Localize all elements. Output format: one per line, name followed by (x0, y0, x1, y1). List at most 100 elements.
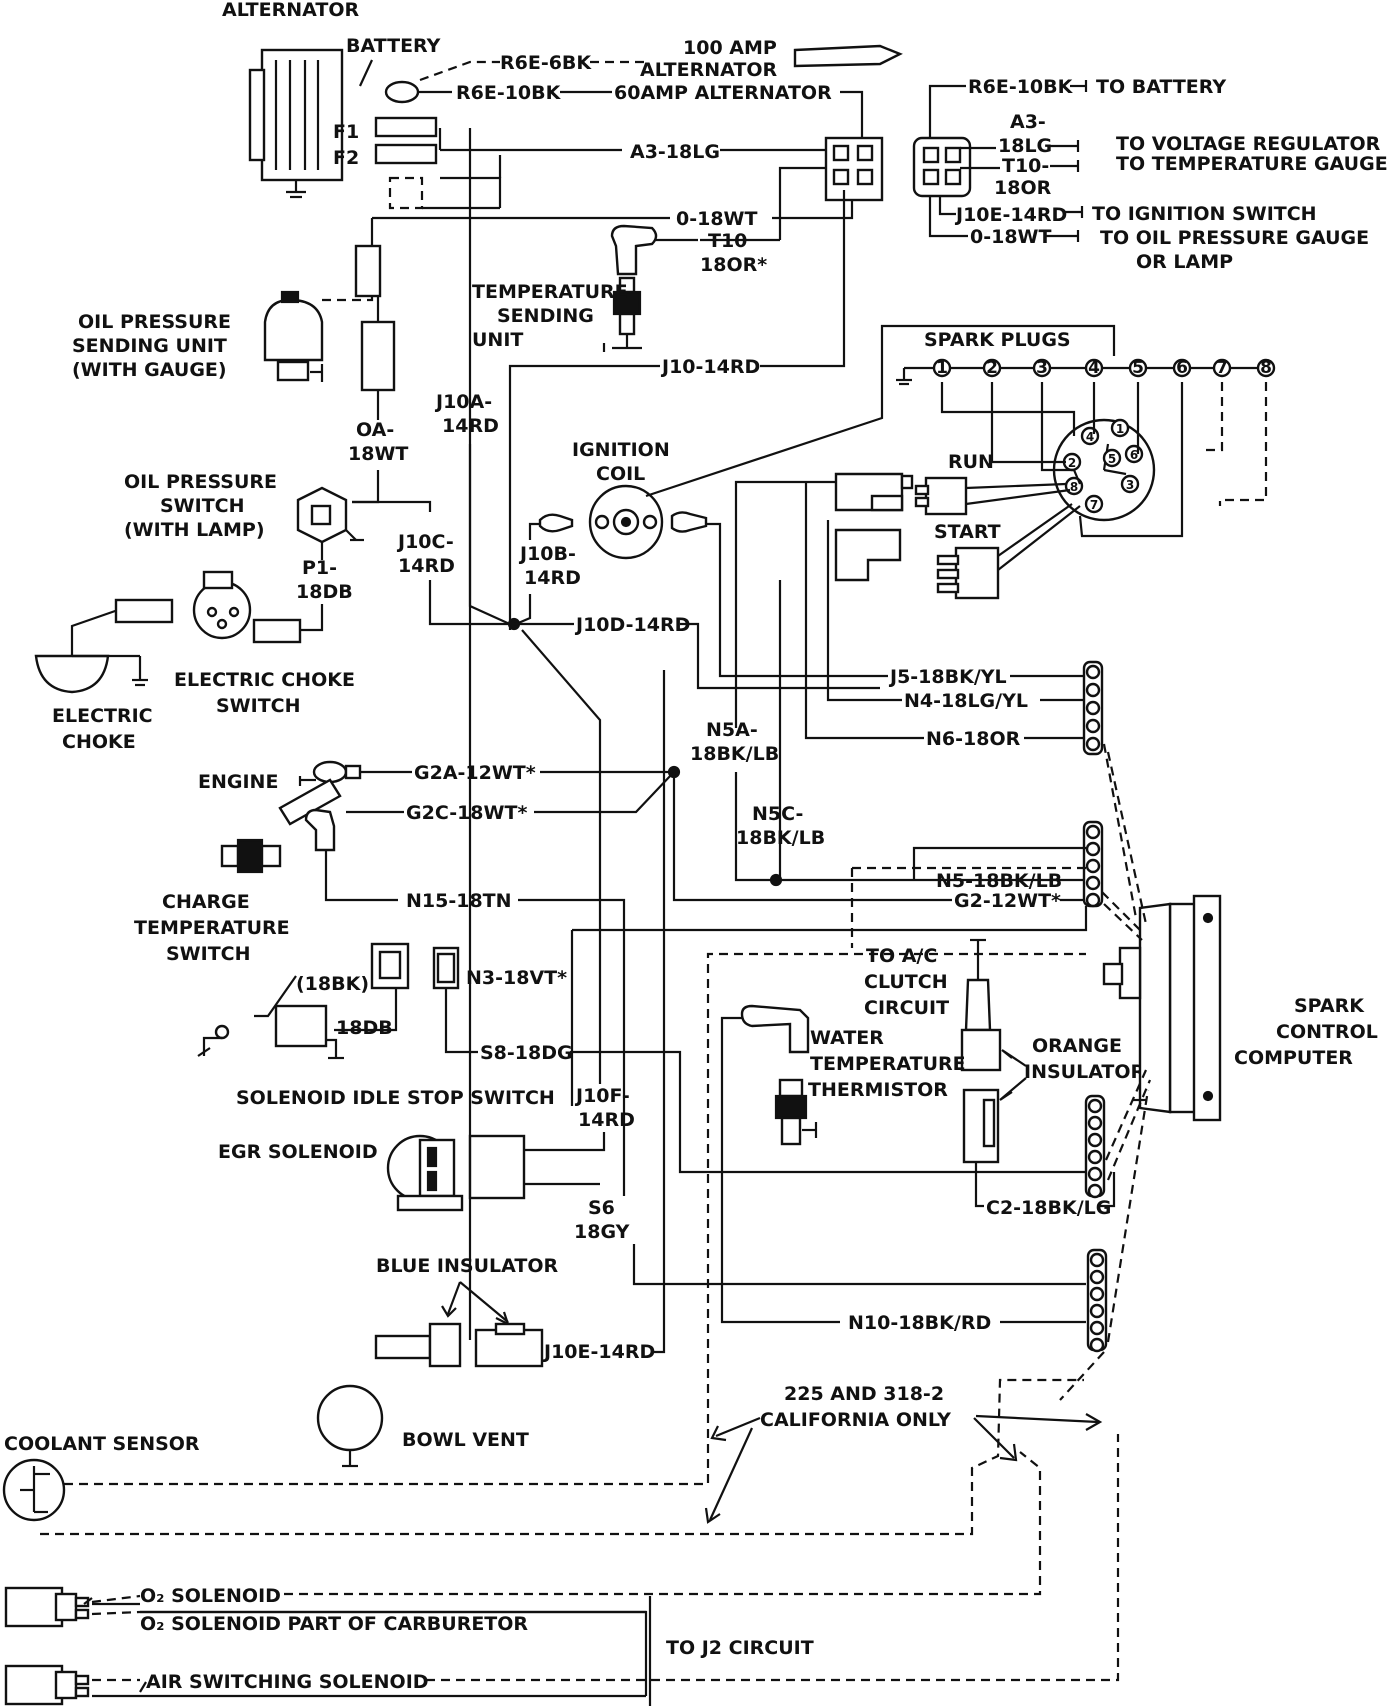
choke-switch-2: SWITCH (216, 695, 301, 717)
n5a-2: 18BK/LB (690, 743, 779, 765)
ac-3: CIRCUIT (864, 997, 949, 1019)
temp-sender-1: TEMPERATURE (472, 281, 628, 303)
water-temperature-thermistor (774, 1078, 818, 1146)
bowl-vent (316, 1384, 384, 1452)
leg-to-oil-b: OR LAMP (1136, 251, 1233, 273)
distributor-terminal-5: 5 (1102, 448, 1122, 468)
o2-solenoid (4, 1586, 90, 1628)
g2-label: G2-12WT* (954, 890, 1061, 912)
n15-label: N15-18TN (406, 890, 512, 912)
distributor-terminal-7: 7 (1084, 494, 1104, 514)
scc-2: CONTROL (1276, 1021, 1378, 1043)
oil-pressure-sending-unit (263, 290, 324, 382)
leg-to-tg: TO TEMPERATURE GAUGE (1116, 153, 1388, 175)
j10f-1: J10F- (574, 1085, 630, 1107)
ac-2: CLUTCH (864, 971, 948, 993)
oa-1: OA- (356, 419, 394, 441)
alt60-label: 60AMP ALTERNATOR (614, 82, 832, 104)
connector-pin (1089, 1252, 1105, 1268)
ign-coil-1: IGNITION (572, 439, 670, 461)
leg-to-ign: TO IGNITION SWITCH (1092, 203, 1317, 225)
o2-sol-label: O₂ SOLENOID (140, 1585, 281, 1607)
leg-a3: A3- (1010, 111, 1046, 133)
leg-t10: T10- (1002, 155, 1049, 177)
n3-label: N3-18VT* (466, 967, 567, 989)
a318lg-label: A3-18LG (630, 141, 720, 163)
battery-terminal (384, 80, 420, 104)
j10a-2: 14RD (442, 415, 499, 437)
connector-pin (1089, 1303, 1105, 1319)
ignition-coil (588, 484, 664, 560)
connector-pin (1085, 892, 1101, 908)
air-switching-solenoid (4, 1664, 90, 1706)
ac-1: TO A/C (866, 945, 937, 967)
splice-n5 (769, 873, 783, 887)
connector-pin (1085, 718, 1101, 734)
spark-plugs (896, 366, 1262, 386)
temp-sender-2: SENDING (497, 305, 594, 327)
distributor-number: 8 (1070, 480, 1078, 494)
connector-pin (1085, 682, 1101, 698)
idle-stop-solenoid (274, 1004, 328, 1048)
leg-to-oil: TO OIL PRESSURE GAUGE (1100, 227, 1369, 249)
alt100-b-label: ALTERNATOR (640, 59, 777, 81)
spark-plug-number: 3 (1036, 358, 1048, 378)
connector-pin (1087, 1166, 1103, 1182)
coolant-label: COOLANT SENSOR (4, 1433, 200, 1455)
connector-pin (1087, 1132, 1103, 1148)
j1014rd-label: J10-14RD (660, 356, 760, 378)
engine-label: ENGINE (198, 771, 278, 793)
scc-3: COMPUTER (1234, 1047, 1353, 1069)
n4-label: N4-18LG/YL (904, 690, 1028, 712)
connector-pin (1085, 875, 1101, 891)
orange-insulator-connector (962, 1088, 1000, 1164)
temperature-sending-unit (602, 276, 642, 352)
j10c-2: 14RD (398, 555, 455, 577)
n6-label: N6-18OR (926, 728, 1021, 750)
c2-label: C2-18BK/LG (986, 1197, 1111, 1219)
blue-insulator-connector (374, 1322, 544, 1368)
n3-connector (432, 946, 460, 990)
bk18-label: (18BK) (296, 973, 369, 995)
t10-label: T10 (708, 230, 747, 252)
spark-plug-number: 5 (1132, 358, 1144, 378)
spark-plug-3: 3 (1032, 358, 1052, 378)
distributor-number: 2 (1068, 456, 1076, 470)
connector-pin (1085, 841, 1101, 857)
choke-switch-1: ELECTRIC CHOKE (174, 669, 355, 691)
j10f-2: 14RD (578, 1109, 635, 1131)
distributor-number: 3 (1126, 478, 1134, 492)
j10c-1: J10C- (396, 531, 454, 553)
spark-plug-2: 2 (982, 358, 1002, 378)
j5-label: J5-18BK/YL (888, 666, 1007, 688)
connector-pin (1085, 858, 1101, 874)
connector-pin (1089, 1269, 1105, 1285)
oil-pressure-switch (296, 486, 364, 560)
distributor-terminal-4: 4 (1080, 426, 1100, 446)
oil-sender-2: SENDING UNIT (72, 335, 227, 357)
connector-pin (1087, 1149, 1103, 1165)
leg-to-battery: TO BATTERY (1096, 76, 1226, 98)
oil-sender-3: (WITH GAUGE) (72, 359, 227, 381)
spark-plug-6: 6 (1172, 358, 1192, 378)
o18wt-label: 0-18WT (676, 208, 758, 230)
temp-sender-connector (610, 224, 658, 276)
blue-ins-label: BLUE INSULATOR (376, 1255, 558, 1277)
spark-plug-5: 5 (1128, 358, 1148, 378)
n5c-1: N5C- (752, 803, 803, 825)
j10d-label: J10D-14RD (574, 614, 690, 636)
connector-pin (1087, 1098, 1103, 1114)
orange-2: INSULATOR (1024, 1061, 1146, 1083)
spark-plug-7: 7 (1212, 358, 1232, 378)
leg-o18: 0-18WT (970, 226, 1052, 248)
spark-plug-number: 8 (1260, 358, 1272, 378)
alternator (248, 48, 344, 199)
connector-pin (1085, 824, 1101, 840)
egr-solenoid (386, 1134, 526, 1212)
ac-clutch-connector (960, 938, 1002, 1072)
spark-plug-8: 8 (1256, 358, 1276, 378)
charge-temp-1: CHARGE (162, 891, 250, 913)
bowl-vent-label: BOWL VENT (402, 1429, 529, 1451)
leg-r6e10bk: R6E-10BK (968, 76, 1074, 98)
